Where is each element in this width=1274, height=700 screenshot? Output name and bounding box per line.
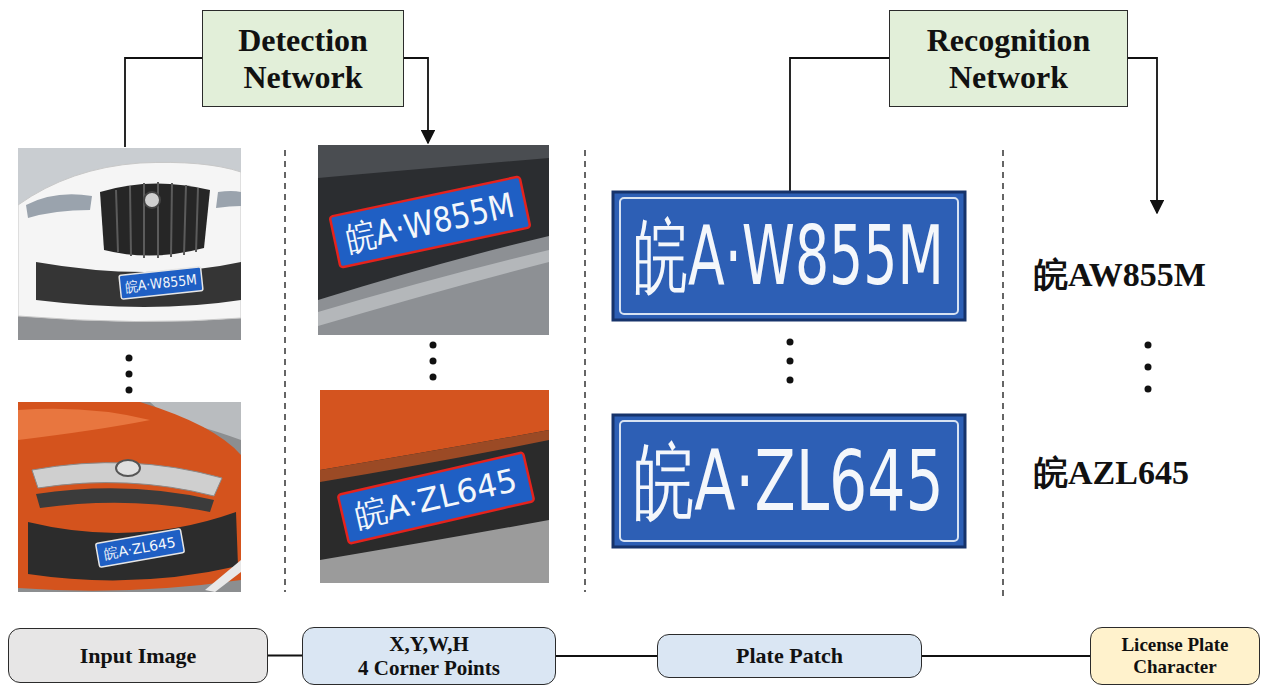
node-text: Plate Patch: [736, 643, 843, 668]
plate-crop: [338, 452, 534, 543]
node-text: Detection Network: [211, 22, 395, 96]
stage-box: Plate Patch: [657, 634, 922, 678]
dashed-separator: [584, 150, 586, 592]
network-box: Recognition Network: [889, 10, 1128, 107]
car-photo: [28, 512, 238, 580]
car-photo: [36, 488, 214, 512]
car-photo: [18, 402, 241, 592]
plate-crop: [338, 452, 534, 543]
plate-crop: [330, 176, 531, 267]
ellipsis-dots: [787, 339, 794, 346]
car-photo: [26, 194, 92, 218]
ellipsis-dots: [787, 377, 794, 384]
ellipsis-dots: [787, 358, 794, 365]
car-photo: [96, 529, 185, 568]
car-photo: [18, 402, 241, 591]
car-photo: [96, 529, 185, 568]
dashed-separator: [285, 150, 1003, 600]
car-photo: [144, 192, 160, 208]
car-photo: [36, 262, 241, 307]
leader-line: [1128, 58, 1157, 213]
plate-crop: [338, 452, 534, 543]
recognized-characters: 皖AZL645: [1034, 456, 1189, 490]
car-photo: [18, 409, 150, 440]
ellipsis-dots: [126, 355, 133, 362]
plate-characters: 皖A·ZL645: [103, 535, 176, 561]
car-photo: [119, 267, 203, 299]
ellipsis-dots: [1145, 386, 1152, 393]
connector-line: [268, 655, 302, 657]
plate-patch: [613, 415, 965, 547]
plate-patch: [613, 192, 965, 320]
plate-crop: [318, 145, 549, 335]
car-photo: [18, 148, 241, 340]
plate-crop: [320, 390, 549, 583]
plate-crop: [318, 145, 549, 178]
node-text: X,Y,W,H: [389, 632, 469, 656]
plate-characters: 皖A·ZL645: [352, 464, 520, 532]
node-text: License Plate Character: [1099, 634, 1251, 678]
plate-crop: [318, 145, 549, 335]
ellipsis-dots: [1145, 364, 1152, 371]
ellipsis-dots: [126, 371, 133, 378]
plate-patch: [613, 192, 965, 320]
plate-characters: 皖A·W855M: [634, 215, 943, 297]
plate-crop: [320, 390, 549, 583]
car-photo: [205, 560, 241, 592]
node-text: Input Image: [80, 643, 197, 668]
plate-patch: [613, 415, 965, 547]
plate-patch: [620, 421, 958, 541]
leader-line: [125, 58, 202, 147]
stage-box: License Plate Character: [1090, 627, 1260, 685]
leader-line: [790, 58, 889, 191]
ellipsis-dots: [430, 358, 437, 365]
plate-crop: [330, 176, 531, 267]
ellipsis-dots: [430, 374, 437, 381]
leader-line: [404, 58, 428, 143]
node-text: Recognition Network: [898, 22, 1119, 96]
ellipsis-dots: [126, 339, 1152, 394]
plate-crop: [330, 176, 531, 267]
stage-box: X,Y,W,H4 Corner Points: [302, 627, 556, 685]
ellipsis-dots: [1145, 342, 1152, 349]
car-photo: [216, 191, 241, 208]
plate-patch: [620, 198, 958, 314]
car-photo: [116, 460, 140, 476]
connector-line: [922, 655, 1090, 657]
dashed-separator: [1002, 150, 1004, 600]
network-box: Detection Network: [202, 10, 404, 107]
dashed-separator: [284, 150, 286, 592]
ellipsis-dots: [430, 342, 437, 349]
car-photo: [116, 182, 198, 258]
plate-characters: 皖A·W855M: [343, 188, 517, 257]
node-text: 4 Corner Points: [358, 656, 500, 680]
connector-line: [556, 655, 657, 657]
car-photo: [119, 267, 203, 299]
recognized-characters: 皖AW855M: [1034, 258, 1206, 292]
plate-characters: 皖A·ZL645: [634, 439, 944, 523]
stage-box: Input Image: [8, 628, 268, 683]
car-photo: [18, 162, 241, 321]
car-photo: [18, 402, 241, 592]
plate-characters: 皖A·W855M: [125, 272, 198, 293]
car-photo: [18, 148, 241, 340]
ellipsis-dots: [126, 387, 133, 394]
